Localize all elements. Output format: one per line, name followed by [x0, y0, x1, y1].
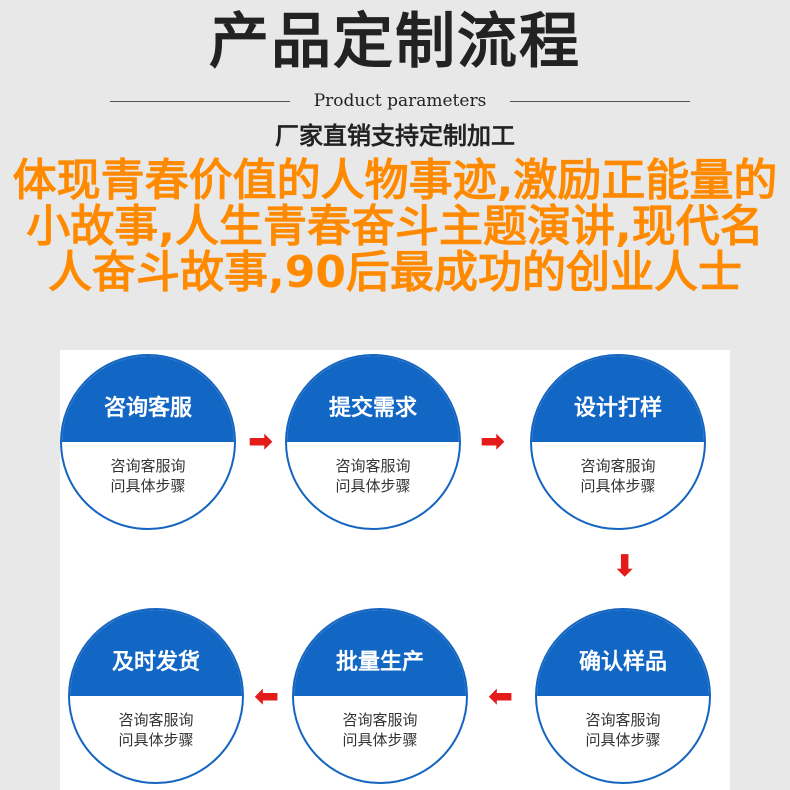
step-circle-2: 提交需求咨询客服询问具体步骤	[285, 354, 461, 530]
step-title: 批量生产	[294, 610, 466, 696]
divider-left	[110, 101, 290, 102]
step-desc: 咨询客服询问具体步骤	[532, 442, 704, 496]
step-desc-line: 咨询客服询	[580, 457, 656, 475]
step-circle-6: 及时发货咨询客服询问具体步骤	[68, 608, 244, 784]
arrow-right-icon: ➡	[480, 424, 506, 459]
step-circle-4: 确认样品咨询客服询问具体步骤	[535, 608, 711, 784]
step-title: 及时发货	[70, 610, 242, 696]
step-desc-line: 咨询客服询	[110, 457, 186, 475]
step-title: 设计打样	[532, 356, 704, 442]
step-circle-1: 咨询客服咨询客服询问具体步骤	[60, 354, 236, 530]
step-desc-line: 问具体步骤	[580, 477, 656, 495]
step-desc-line: 咨询客服询	[342, 711, 418, 729]
arrow-down-icon: ⬇	[612, 549, 638, 584]
step-desc: 咨询客服询问具体步骤	[287, 442, 459, 496]
step-desc-line: 问具体步骤	[585, 731, 661, 749]
step-title: 咨询客服	[62, 356, 234, 442]
subtitle-en: Product parameters	[313, 91, 487, 111]
subtitle-en-row: Product parameters	[110, 90, 690, 112]
subtitle-cn: 厂家直销支持定制加工	[275, 121, 515, 150]
step-desc: 咨询客服询问具体步骤	[294, 696, 466, 750]
arrow-left-icon: ⬅	[488, 679, 514, 714]
overlay-caption: 体现青春价值的人物事迹,激励正能量的小故事,人生青春奋斗主题演讲,现代名人奋斗故…	[12, 155, 778, 298]
step-desc-line: 问具体步骤	[118, 731, 194, 749]
step-desc-line: 咨询客服询	[585, 711, 661, 729]
step-desc: 咨询客服询问具体步骤	[70, 696, 242, 750]
step-desc-line: 问具体步骤	[110, 477, 186, 495]
arrow-right-icon: ➡	[248, 424, 274, 459]
step-desc: 咨询客服询问具体步骤	[62, 442, 234, 496]
step-desc: 咨询客服询问具体步骤	[537, 696, 709, 750]
page-title: 产品定制流程	[209, 7, 581, 77]
step-desc-line: 咨询客服询	[335, 457, 411, 475]
step-circle-5: 批量生产咨询客服询问具体步骤	[292, 608, 468, 784]
step-desc-line: 问具体步骤	[342, 731, 418, 749]
arrow-left-icon: ⬅	[254, 679, 280, 714]
process-panel: 咨询客服咨询客服询问具体步骤 ➡ 提交需求咨询客服询问具体步骤 ➡ 设计打样咨询…	[60, 350, 730, 790]
step-title: 确认样品	[537, 610, 709, 696]
divider-right	[510, 101, 690, 102]
step-desc-line: 问具体步骤	[335, 477, 411, 495]
step-circle-3: 设计打样咨询客服询问具体步骤	[530, 354, 706, 530]
step-desc-line: 咨询客服询	[118, 711, 194, 729]
step-title: 提交需求	[287, 356, 459, 442]
